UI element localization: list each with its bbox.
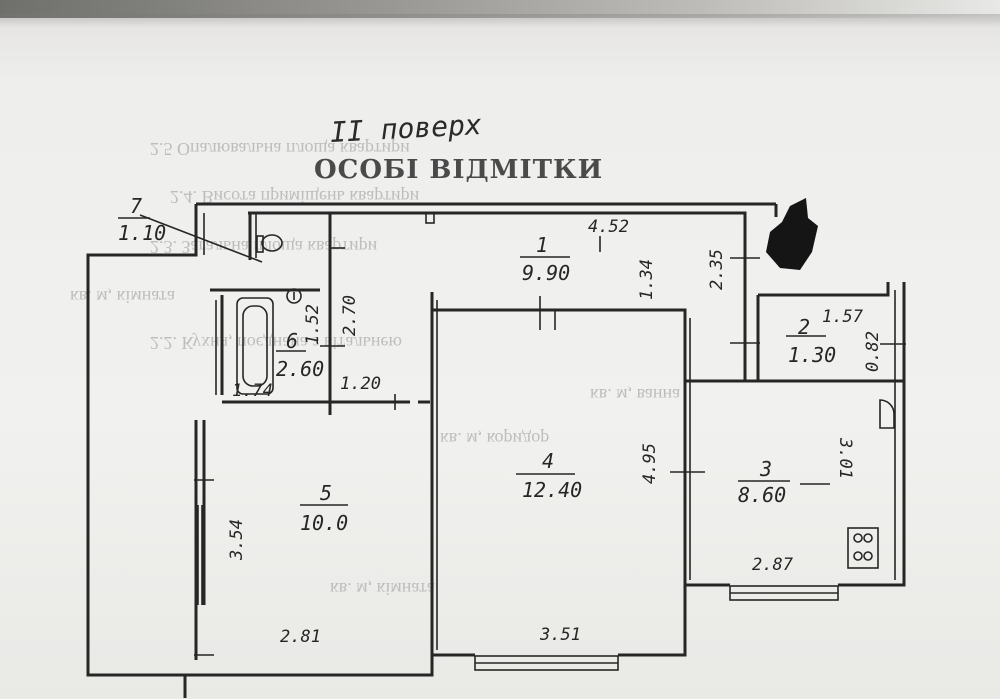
- dim-1-20: 1.20: [340, 374, 381, 394]
- dim-0-82: 0.82: [863, 331, 883, 372]
- room-3-area: 8.60: [738, 483, 786, 507]
- room-5-number: 5: [320, 481, 332, 505]
- room-1-area: 9.90: [522, 261, 570, 285]
- room-2-number: 2: [798, 315, 810, 339]
- dim-1-57: 1.57: [822, 307, 864, 327]
- photo-background-strip: [0, 0, 1000, 18]
- room-4-number: 4: [542, 449, 554, 473]
- room-3-number: 3: [759, 457, 772, 481]
- page-heading: ОСОБІ ВІДМІТКИ: [314, 155, 604, 185]
- dim-3-01: 3.01: [835, 437, 855, 479]
- room-1-number: 1: [536, 233, 548, 257]
- room-7-number: 7: [130, 194, 142, 218]
- room-labels: 1 9.90 2 1.30 3 8.60 4 12.40 5 10.0 6 2.…: [118, 194, 836, 535]
- ink-blot: [766, 198, 818, 270]
- dim-2-87: 2.87: [752, 555, 794, 575]
- room-6-area: 2.60: [276, 357, 324, 381]
- paper-edge-shadow: [0, 14, 1000, 28]
- plan-details: [118, 212, 906, 671]
- dim-4-95: 4.95: [640, 443, 660, 484]
- room-2-area: 1.30: [788, 343, 836, 367]
- dimension-labels: 4.52 1.34 2.35 1.57 0.82 2.70 1.52 1.20 …: [227, 217, 883, 647]
- room-6-number: 6: [286, 329, 298, 353]
- dim-3-54: 3.54: [227, 519, 247, 561]
- room-4-area: 12.40: [522, 478, 582, 502]
- dim-1-74: 1.74: [232, 381, 273, 401]
- dim-2-70: 2.70: [340, 295, 360, 336]
- dim-2-35: 2.35: [707, 249, 727, 290]
- dim-2-81: 2.81: [280, 627, 321, 647]
- dim-3-51: 3.51: [539, 625, 581, 645]
- room-5-area: 10.0: [300, 511, 348, 535]
- dim-4-52: 4.52: [588, 217, 629, 237]
- dim-1-34: 1.34: [637, 259, 657, 300]
- plan-walls: [86, 202, 906, 698]
- dim-1-52: 1.52: [303, 304, 323, 345]
- room-7-area: 1.10: [118, 221, 166, 245]
